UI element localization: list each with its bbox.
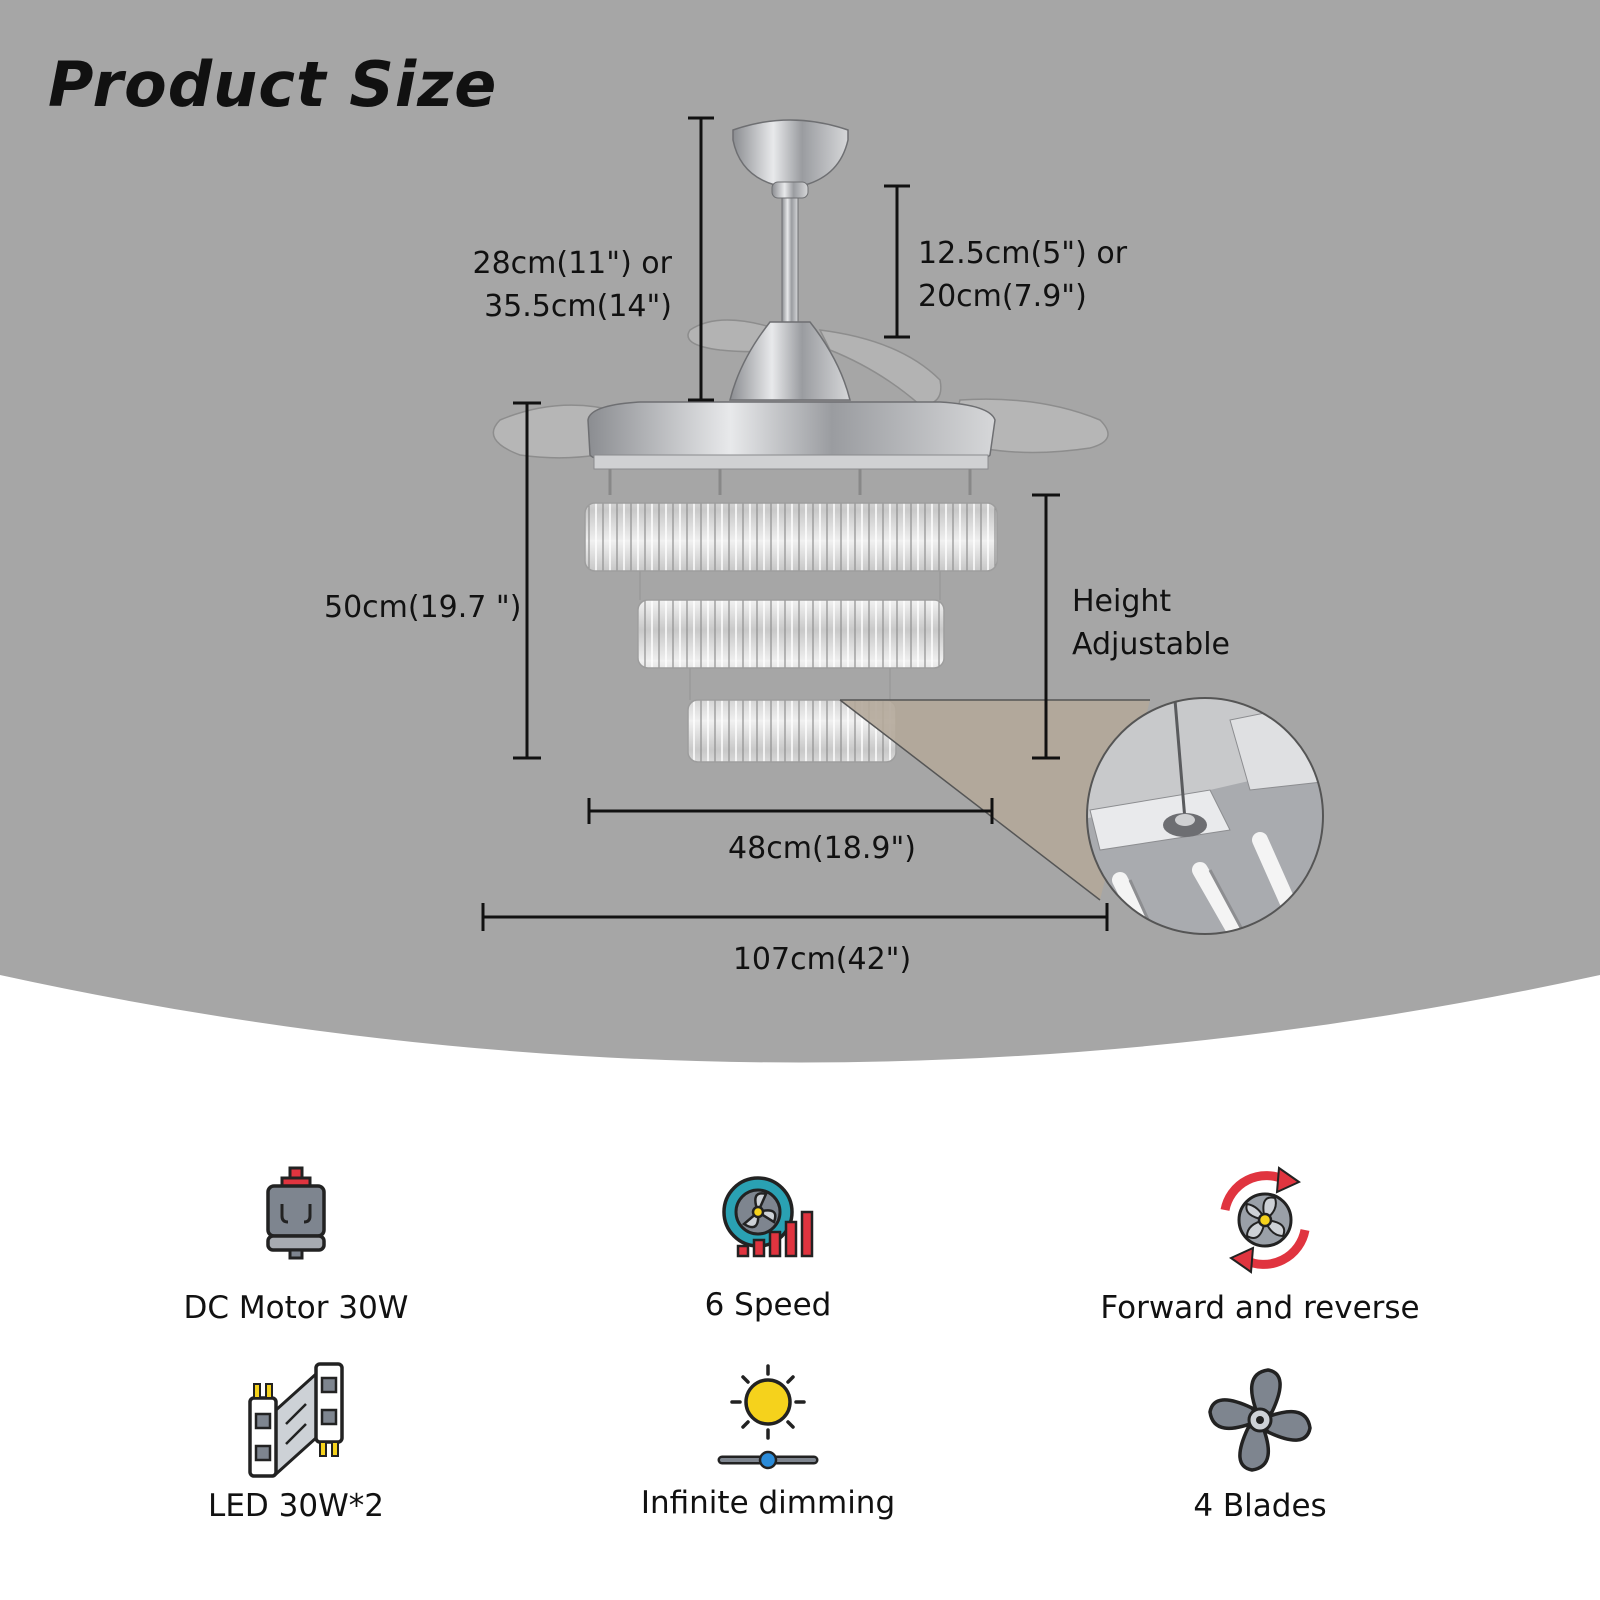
- feature-label-dc-motor: DC Motor 30W: [183, 1290, 409, 1326]
- forward-reverse-icon: [1220, 1166, 1310, 1274]
- label-line: 35.5cm(14"): [484, 289, 672, 324]
- label-fixture-height: 50cm(19.7 "): [324, 590, 522, 625]
- feature-label-four-blades: 4 Blades: [1193, 1488, 1327, 1524]
- label-line: 20cm(7.9"): [918, 279, 1087, 314]
- label-height-adjustable: Height Adjustable: [1072, 580, 1230, 666]
- crystal-tier-top: [584, 502, 998, 572]
- label-body-width: 48cm(18.9"): [728, 831, 916, 866]
- six-speed-icon: [722, 1176, 814, 1258]
- page-title: Product Size: [48, 48, 498, 121]
- label-line: 12.5cm(5") or: [918, 236, 1128, 271]
- led-strip-icon: [248, 1362, 344, 1478]
- label-blade-span: 107cm(42"): [732, 942, 912, 977]
- fan-illustration: [492, 119, 1109, 763]
- ceiling-canopy: [732, 119, 849, 186]
- feature-label-forward-reverse: Forward and reverse: [1100, 1290, 1420, 1326]
- crystal-tier-middle: [637, 599, 945, 669]
- label-downrod: 12.5cm(5") or 20cm(7.9"): [918, 232, 1127, 318]
- fan-body-band: [593, 454, 989, 470]
- feature-label-six-speed: 6 Speed: [704, 1287, 832, 1323]
- label-line: Height: [1072, 584, 1172, 619]
- dimension-lines: [481, 116, 1109, 931]
- dimming-sun-icon: [717, 1364, 819, 1470]
- label-downrod-total: 28cm(11") or 35.5cm(14"): [450, 242, 673, 328]
- dc-motor-icon: [266, 1166, 326, 1260]
- motor-housing: [729, 321, 851, 401]
- downrod: [781, 197, 799, 324]
- four-blades-icon: [1208, 1368, 1312, 1472]
- detail-zoom-callout: [839, 697, 1324, 935]
- canopy-collar: [771, 181, 809, 199]
- fan-blade: [818, 329, 942, 406]
- label-line: 28cm(11") or: [472, 246, 673, 281]
- feature-label-infinite-dimming: Infinite dimming: [640, 1485, 896, 1521]
- feature-label-led: LED 30W*2: [208, 1488, 384, 1524]
- label-line: Adjustable: [1072, 627, 1230, 662]
